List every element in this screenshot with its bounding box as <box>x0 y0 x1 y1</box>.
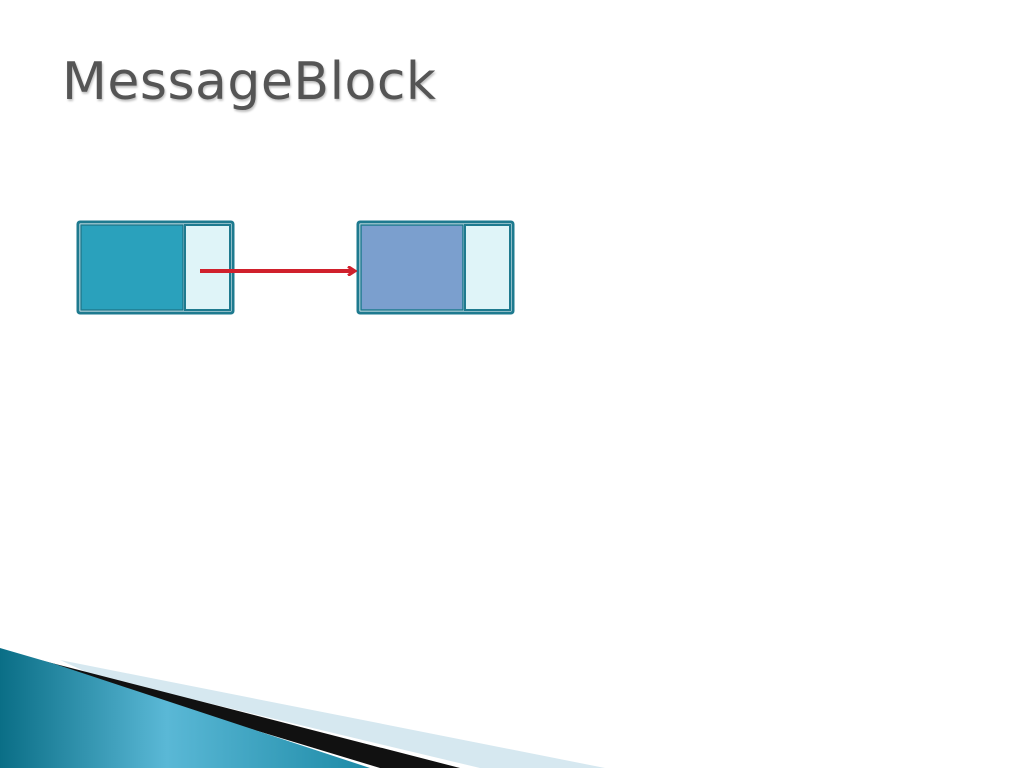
message-block-1-data-field <box>80 224 184 311</box>
corner-teal-band <box>0 648 370 768</box>
message-block-1-pointer-field <box>184 224 231 311</box>
message-block-2 <box>356 220 515 315</box>
message-block-2-data-field <box>360 224 464 311</box>
corner-black-band <box>30 660 460 768</box>
slide-title: MessageBlock <box>62 52 437 112</box>
message-block-1 <box>76 220 235 315</box>
message-block-2-pointer-field <box>464 224 511 311</box>
corner-pale-band <box>60 660 605 768</box>
